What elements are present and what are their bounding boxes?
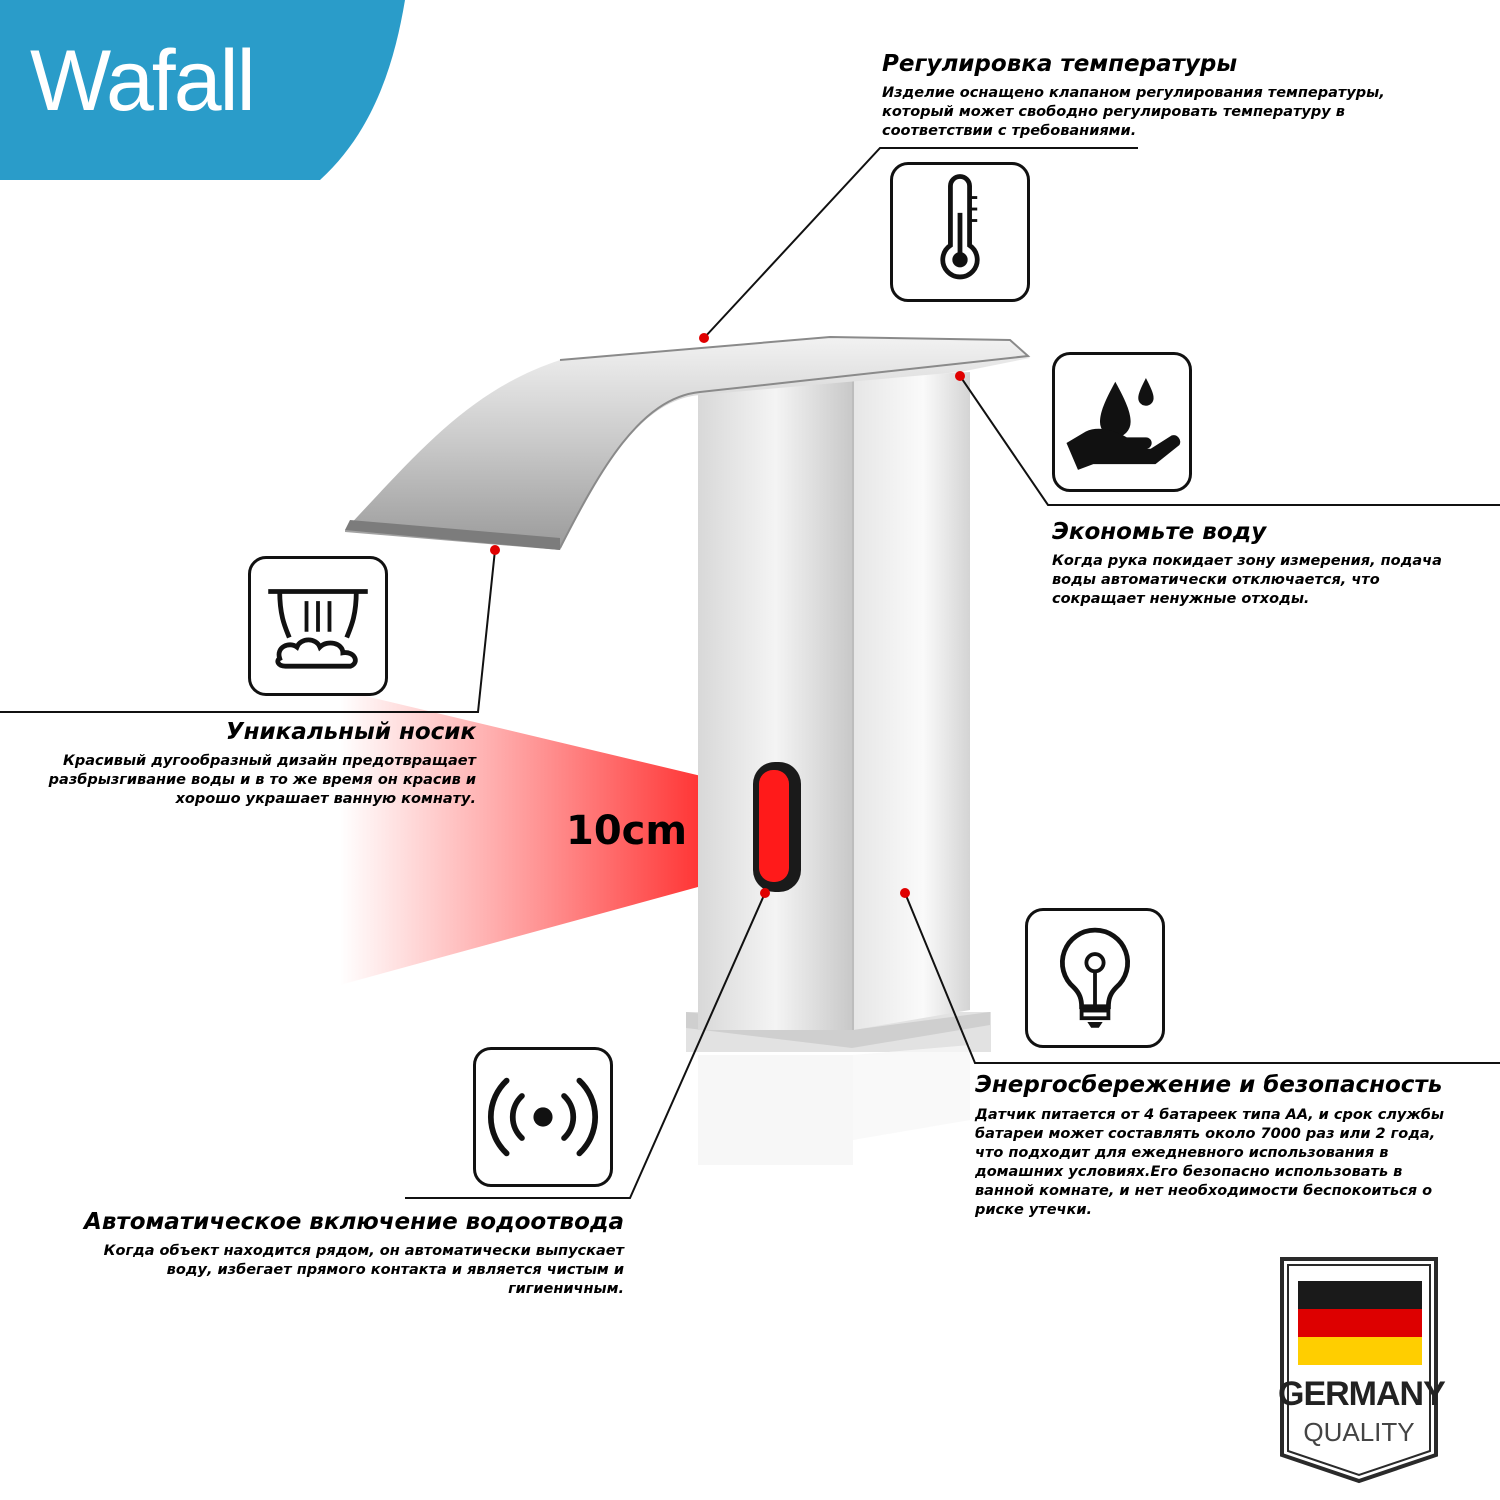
temperature-description: Изделие оснащено клапаном регулирования …: [882, 85, 1385, 139]
logo-background: [0, 0, 405, 180]
energy-description: Датчик питается от 4 батареек типа АА, и…: [975, 1107, 1445, 1218]
germany-quality-badge: GERMANY QUALITY: [1278, 1255, 1446, 1485]
light-bulb-icon: [1059, 927, 1131, 1028]
water-drop-hand-icon: [1066, 377, 1181, 470]
temperature-title: Регулировка температуры: [882, 51, 1238, 77]
sensor-distance-label: 10cm: [566, 808, 688, 854]
auto-title: Автоматическое включение водоотвода: [84, 1209, 624, 1235]
temperature-icon-box: [890, 162, 1030, 302]
waterfall-icon: [268, 589, 368, 669]
germany-flag: [1298, 1281, 1422, 1365]
energy-title: Энергосбережение и безопасность: [975, 1072, 1443, 1098]
save-water-title: Экономьте воду: [1052, 519, 1267, 545]
badge-line1: GERMANY: [1278, 1375, 1446, 1413]
brand-logo: Wafall: [30, 33, 256, 129]
spout-description: Красивый дугообразный дизайн предотвраща…: [48, 753, 476, 807]
thermometer-icon: [940, 174, 980, 280]
faucet-body: [686, 372, 991, 1165]
spout-title: Уникальный носик: [225, 719, 476, 745]
save-water-description: Когда рука покидает зону измерения, пода…: [1052, 553, 1442, 607]
spout-icon-box: [248, 556, 388, 696]
faucet-spout: [345, 335, 1031, 550]
auto-description: Когда объект находится рядом, он автомат…: [103, 1243, 624, 1297]
save-water-icon-box: [1052, 352, 1192, 492]
auto-icon-box: [473, 1047, 613, 1187]
energy-icon-box: [1025, 908, 1165, 1048]
sensor-waves-icon: [487, 1077, 599, 1157]
badge-line2: QUALITY: [1303, 1417, 1415, 1447]
